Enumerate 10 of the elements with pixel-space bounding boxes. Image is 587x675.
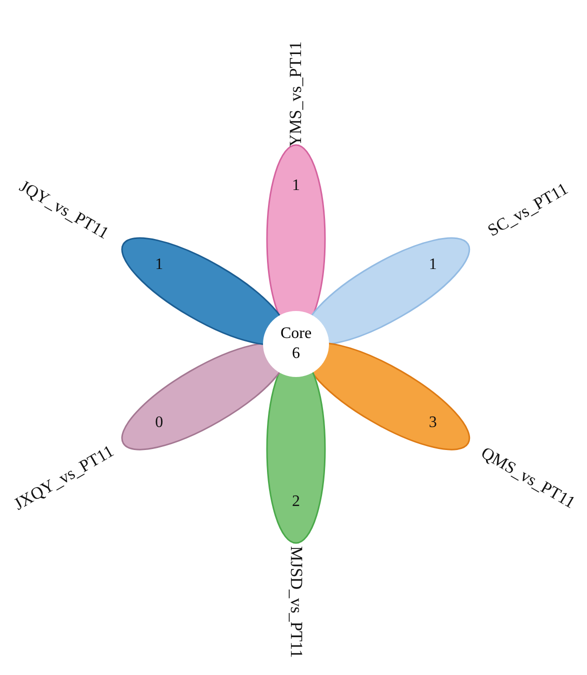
- set-label: MJSD_vs_PT11: [286, 546, 306, 658]
- count-label: 2: [292, 493, 300, 511]
- set-label: YMS_vs_PT11: [286, 41, 306, 147]
- count-label: 1: [155, 256, 164, 274]
- core-label: Core: [280, 324, 312, 344]
- count-label: 0: [155, 414, 164, 432]
- count-label: 1: [292, 177, 300, 195]
- count-label: 3: [428, 414, 437, 432]
- core-label: 6: [292, 344, 300, 364]
- count-label: 1: [428, 256, 437, 274]
